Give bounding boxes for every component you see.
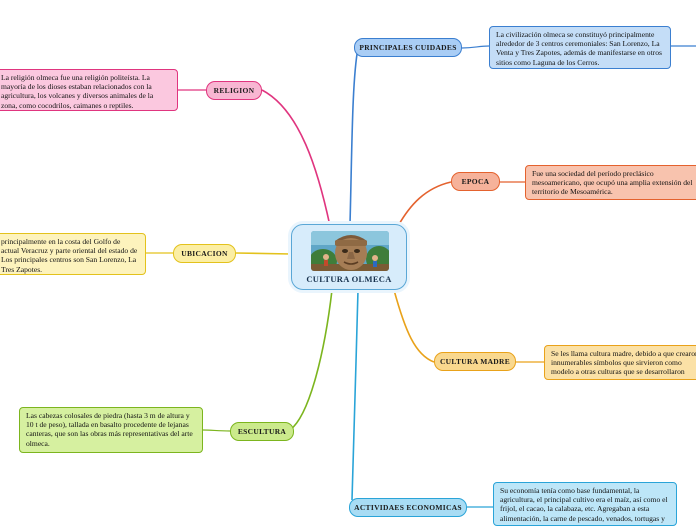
note-escultura[interactable]: Las cabezas colosales de piedra (hasta 3… bbox=[19, 407, 203, 453]
branch-religion-label: RELIGION bbox=[214, 86, 255, 95]
olmec-head-image bbox=[311, 231, 389, 271]
link-madre bbox=[394, 290, 434, 362]
link-principales-note bbox=[462, 46, 489, 48]
note-cultura-madre-text: Se les llama cultura madre, debido a que… bbox=[551, 349, 696, 380]
branch-escultura-label: ESCULTURA bbox=[238, 427, 286, 436]
branch-cultura-madre-label: CULTURA MADRE bbox=[440, 357, 510, 366]
central-topic-title: CULTURA OLMECA bbox=[292, 274, 406, 284]
note-actividades-economicas[interactable]: Su economía tenía como base fundamental,… bbox=[493, 482, 677, 526]
link-ubicacion bbox=[236, 253, 291, 254]
note-principales-cuidades[interactable]: La civilización olmeca se constituyó pri… bbox=[489, 26, 671, 69]
branch-actividades-economicas-label: ACTIVIDAES ECONOMICAS bbox=[354, 503, 462, 512]
branch-actividades-economicas[interactable]: ACTIVIDAES ECONOMICAS bbox=[349, 498, 467, 517]
branch-cultura-madre[interactable]: CULTURA MADRE bbox=[434, 352, 516, 371]
link-escultura-note bbox=[203, 430, 230, 431]
branch-epoca[interactable]: EPOCA bbox=[451, 172, 500, 191]
note-principales-cuidades-text: La civilización olmeca se constituyó pri… bbox=[496, 30, 662, 67]
central-topic[interactable]: CULTURA OLMECA bbox=[291, 224, 407, 290]
note-escultura-text: Las cabezas colosales de piedra (hasta 3… bbox=[26, 411, 193, 448]
note-epoca[interactable]: Fue una sociedad del período preclásico … bbox=[525, 165, 696, 200]
branch-escultura[interactable]: ESCULTURA bbox=[230, 422, 294, 441]
note-religion-text: La religión olmeca fue una religión poli… bbox=[1, 73, 153, 110]
note-epoca-text: Fue una sociedad del período preclásico … bbox=[532, 169, 692, 196]
branch-epoca-label: EPOCA bbox=[462, 177, 490, 186]
link-escultura bbox=[290, 290, 332, 430]
note-actividades-economicas-text: Su economía tenía como base fundamental,… bbox=[500, 486, 668, 523]
link-epoca bbox=[398, 182, 451, 226]
branch-religion[interactable]: RELIGION bbox=[206, 81, 262, 100]
branch-ubicacion-label: UBICACION bbox=[181, 249, 227, 258]
branch-ubicacion[interactable]: UBICACION bbox=[173, 244, 236, 263]
note-ubicacion-text: principalmente en la costa del Golfo de … bbox=[1, 237, 137, 274]
branch-principales-cuidades[interactable]: PRINCIPALES CUIDADES bbox=[354, 38, 462, 57]
note-cultura-madre[interactable]: Se les llama cultura madre, debido a que… bbox=[544, 345, 696, 380]
note-ubicacion[interactable]: principalmente en la costa del Golfo de … bbox=[0, 233, 146, 275]
branch-principales-cuidades-label: PRINCIPALES CUIDADES bbox=[359, 43, 456, 52]
note-religion[interactable]: La religión olmeca fue una religión poli… bbox=[0, 69, 178, 111]
link-principales bbox=[350, 48, 358, 224]
link-actividades bbox=[352, 290, 358, 500]
link-religion bbox=[262, 90, 330, 226]
